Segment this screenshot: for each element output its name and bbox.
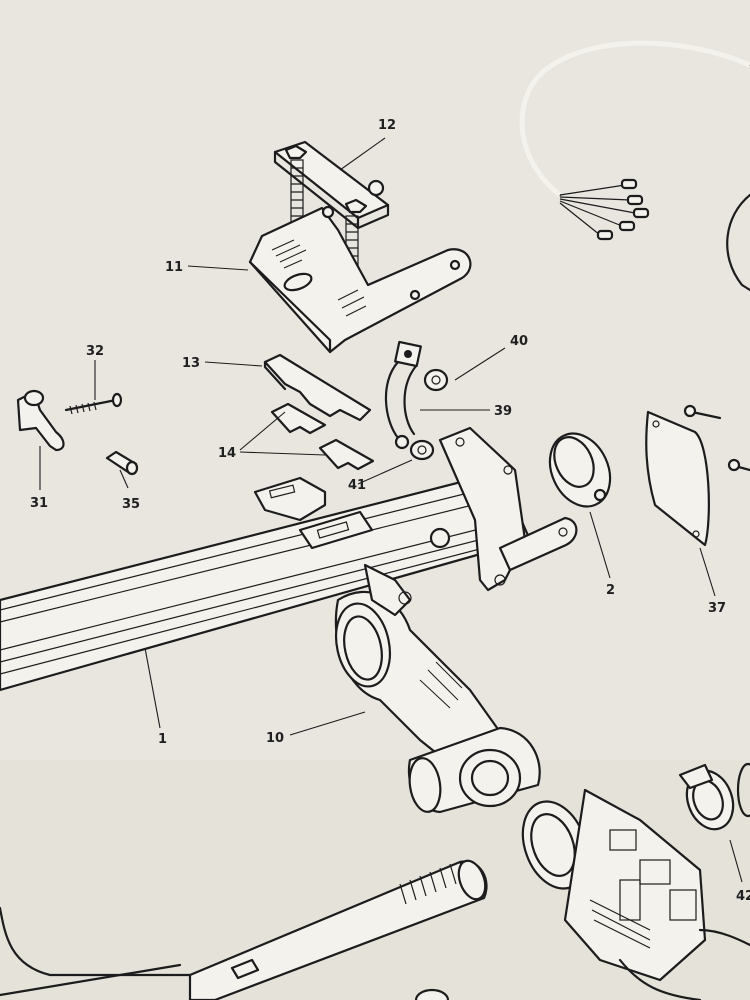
hose-clamps-42 [678,762,750,831]
part-label-37: 37 [708,601,726,616]
lower-shaft [0,859,488,1000]
part-label-2: 2 [606,583,615,598]
clamp-plate-12 [273,140,390,275]
bracket-11 [248,205,472,354]
pin-35 [105,450,139,476]
part-label-42: 42 [736,889,750,904]
part-label-12: 12 [378,118,396,133]
washer-40 [423,368,449,392]
switch-assembly [521,788,750,1000]
ring-2 [548,432,612,508]
right-edge-housing [726,193,750,292]
gasket-37 [645,404,750,547]
spacers-14 [270,402,375,471]
part-label-32: 32 [86,344,104,359]
column-tube-1 [0,426,578,692]
part-label-40: 40 [510,334,528,349]
part-label-35: 35 [122,497,140,512]
part-number-labels: 12 11 13 14 32 31 35 40 39 41 2 37 1 10 … [30,118,750,904]
part-label-14: 14 [218,446,236,461]
part-label-31: 31 [30,496,48,511]
leader-lines [39,137,743,883]
part-label-10: 10 [266,731,284,746]
part-label-39: 39 [494,404,512,419]
clip-31 [16,389,65,452]
part-label-11: 11 [165,260,183,275]
wiring-harness [519,40,750,241]
part-label-1: 1 [158,732,167,747]
bolt-32 [64,392,123,415]
strap-clip-39 [384,340,422,450]
part-label-41: 41 [348,478,366,493]
bearing-housing-10 [334,563,541,814]
shim-plate-13 [263,353,372,422]
nut-41 [409,439,435,461]
part-label-13: 13 [182,356,200,371]
